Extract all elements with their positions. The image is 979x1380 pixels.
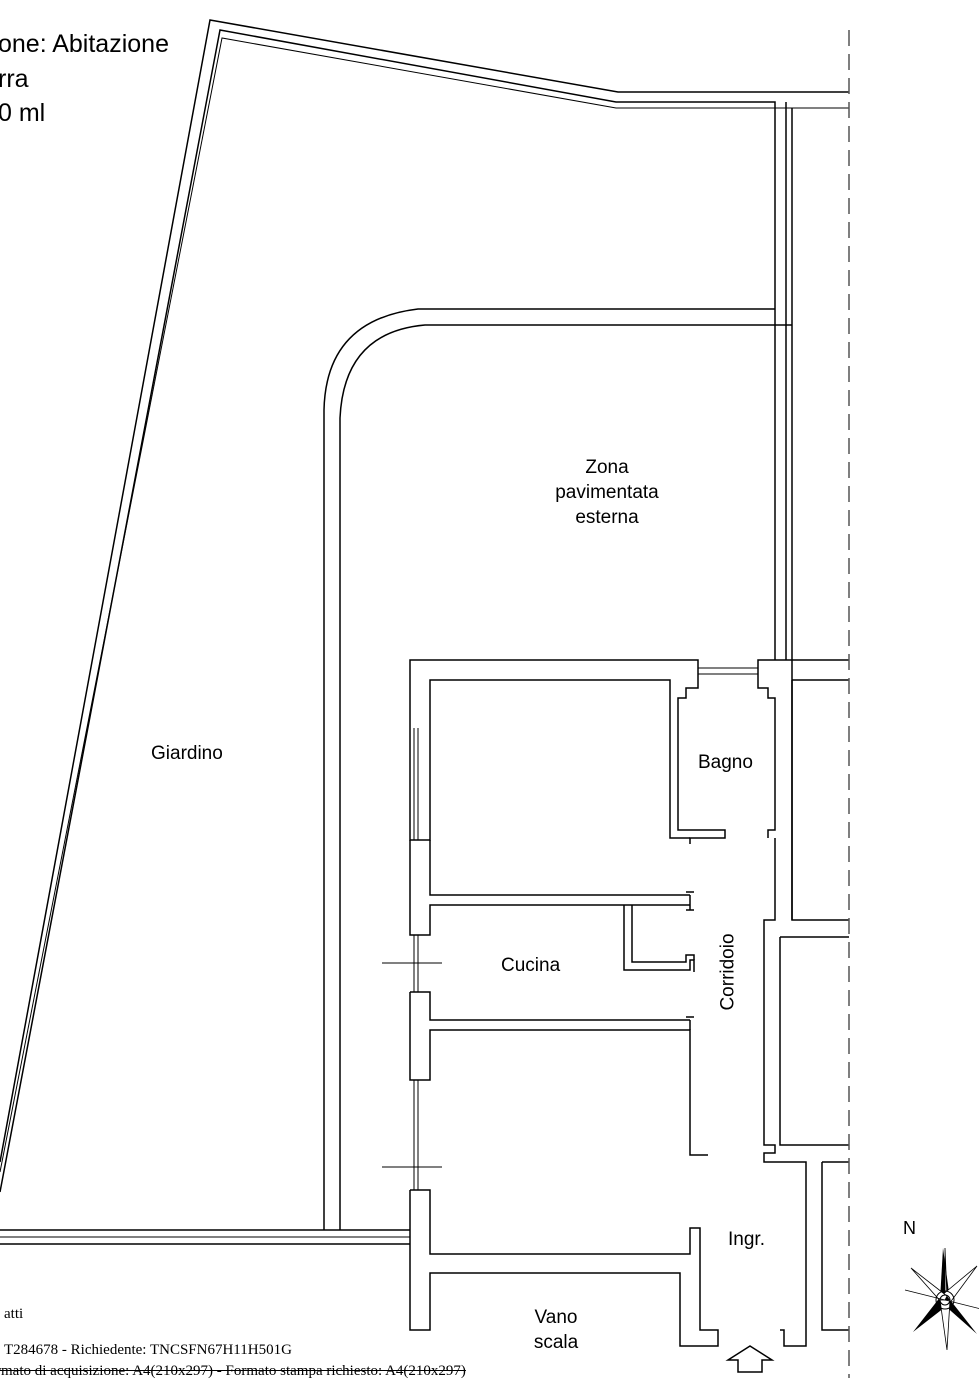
room-label-scala: scala (533, 1332, 579, 1353)
garden-bottom-wall (0, 1229, 410, 1245)
room-label-cucina: Cucina (501, 955, 561, 976)
room-label-vano: Vano (534, 1307, 578, 1328)
header-line-3: 0 ml (0, 99, 46, 127)
room-label-giardino: Giardino (151, 743, 223, 764)
compass-rose-icon (904, 1247, 979, 1351)
header-line-2: rra (0, 65, 29, 93)
footer-line-2: T284678 - Richiedente: TNCSFN67H11H501G (4, 1342, 292, 1358)
header-line-1: one: Abitazione (0, 30, 169, 58)
footer-line-3: rmato di acquisizione: A4(210x297) - For… (0, 1363, 466, 1379)
apartment-walls (382, 659, 849, 1347)
room-label-corridoio: Corridoio (717, 933, 739, 1011)
room-label-esterna: esterna (575, 507, 639, 528)
room-label-pavimentata: pavimentata (555, 482, 659, 503)
room-label-zona: Zona (585, 457, 629, 478)
room-label-bagno: Bagno (698, 752, 753, 773)
entrance-arrow-icon (725, 1345, 775, 1373)
footer-line-1: atti (4, 1306, 24, 1322)
room-label-ingresso: Ingr. (728, 1229, 765, 1250)
compass-north-label: N (903, 1218, 916, 1238)
garden-boundary-wall (0, 19, 849, 1193)
paved-zone-boundary (323, 308, 792, 1230)
